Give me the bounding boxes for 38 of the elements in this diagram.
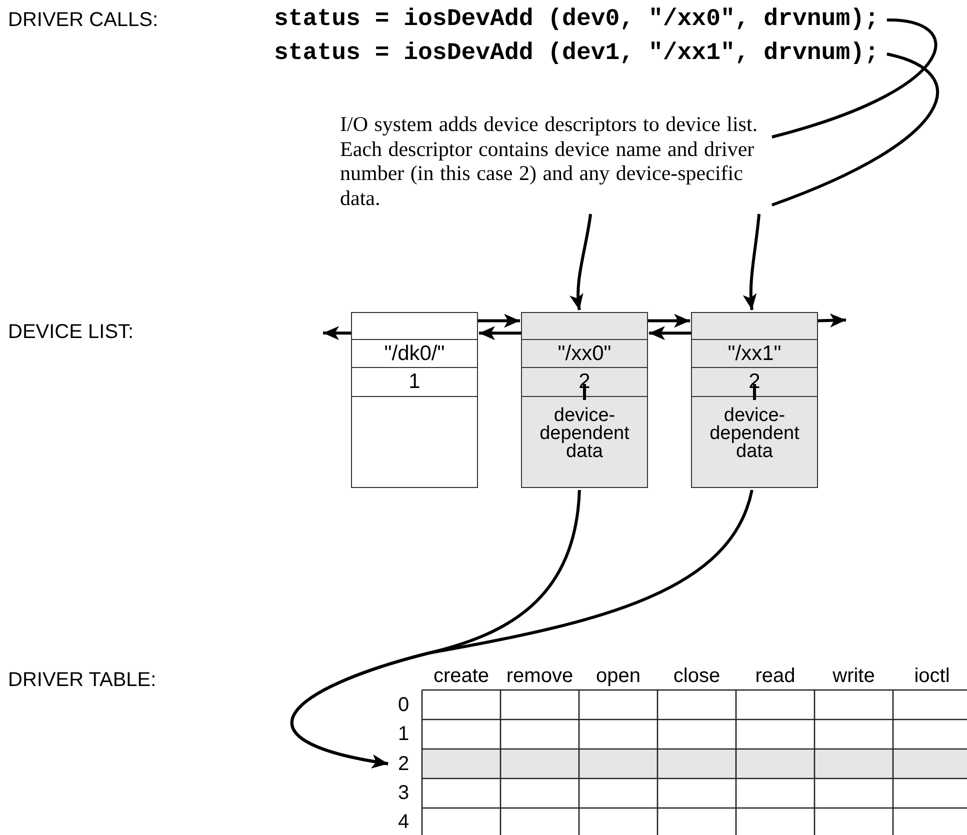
connector-line [771,52,938,206]
data-text: device-dependent data [708,407,800,461]
arrow [743,214,761,310]
code-line: status = iosDevAdd (dev1, "/xx1", drvnum); [274,40,879,68]
row-number: 3 [398,781,410,805]
device-descriptor [521,312,648,488]
arrow [290,490,754,768]
arrow [323,326,351,340]
device-descriptor [351,312,478,488]
row-number: 1 [398,722,410,746]
column-header: open [595,664,642,688]
column-header: read [754,664,796,688]
arrow [649,326,691,340]
column-header: close [672,664,722,688]
device-name: "/dk0/" [352,338,477,367]
connector-line [772,18,937,138]
device-descriptor [691,312,818,488]
device-name: "/xx1" [692,338,817,367]
code-line: status = iosDevAdd (dev0, "/xx0", drvnum); [274,6,879,34]
arrow [648,314,690,328]
column-header: ioctl [913,664,951,688]
row-number: 2 [398,752,410,776]
row-number: 4 [398,810,410,834]
driver-number: 1 [352,367,477,396]
data-text: device-dependent data [538,407,630,461]
column-header: write [832,664,876,688]
column-header: create [432,664,490,688]
section-heading: DEVICE LIST: [8,320,134,344]
row-number: 0 [398,693,410,717]
note-text: I/O system adds device descriptors to device list. Each descriptor contains device name and driver number (in this case 2) and any device-specific data. [340,112,772,212]
arrow [478,314,520,328]
section-heading: DRIVER TABLE: [8,668,156,692]
arrow [479,326,521,340]
device-name: "/xx0" [522,338,647,367]
arrow [818,313,846,328]
section-heading: DRIVER CALLS: [8,8,158,32]
column-header: remove [505,664,574,688]
arrow [570,214,592,310]
